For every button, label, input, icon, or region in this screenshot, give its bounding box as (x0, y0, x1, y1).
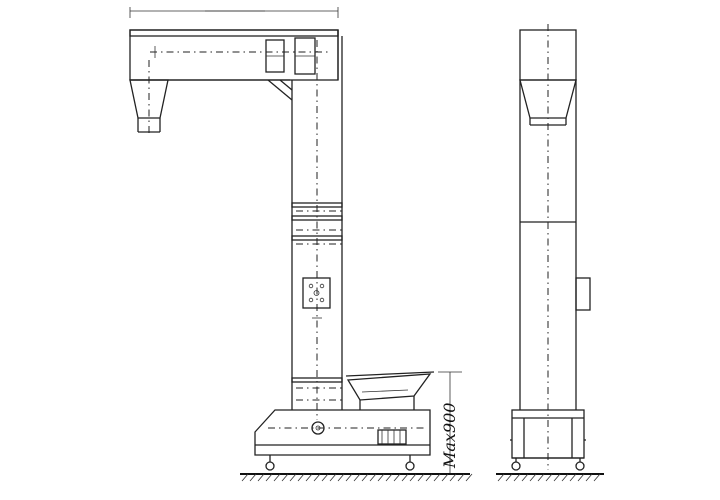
ground-hatch-mark (449, 473, 457, 482)
ground-hatch-mark (553, 473, 561, 482)
boot-section (254, 409, 431, 471)
side-box-front (575, 277, 591, 311)
ground-hatch-mark (537, 473, 545, 482)
ground-hatch-mark (521, 473, 529, 482)
ground-hatch-mark (321, 473, 329, 482)
ground-hatch-mark (337, 473, 345, 482)
ground-hatch-mark (497, 473, 505, 482)
ground-hatch-mark (457, 473, 465, 482)
elevator-column (291, 30, 343, 420)
ground-hatch-mark (345, 473, 353, 482)
inspection-window (302, 277, 331, 309)
castor-wheel-right (405, 455, 415, 471)
ground-hatch-mark (393, 473, 401, 482)
feed-hopper (345, 371, 435, 410)
ground-hatch-mark (249, 473, 257, 482)
ground-hatch-mark (561, 473, 569, 482)
dimension-label: Max900 (440, 403, 459, 469)
ground-hatch-mark (545, 473, 553, 482)
head-front (519, 29, 577, 81)
ground-hatch-mark (369, 473, 377, 482)
ground-hatch-mark (353, 473, 361, 482)
ground-hatch-mark (329, 473, 337, 482)
ground-hatch-mark (513, 473, 521, 482)
ground-hatch-mark (313, 473, 321, 482)
section-flanges (291, 202, 343, 245)
ground-hatch-mark (401, 473, 409, 482)
ground-hatch-mark (281, 473, 289, 482)
ground-hatch-mark (433, 473, 441, 482)
ground-hatch-mark (441, 473, 449, 482)
ground-hatch-mark (585, 473, 593, 482)
column-front (519, 24, 577, 470)
ground-hatch-mark (273, 473, 281, 482)
ground-hatch-mark (465, 473, 473, 482)
ground-hatch-mark (577, 473, 585, 482)
top-dimension-line (129, 7, 339, 18)
ground-hatch-mark (361, 473, 369, 482)
ground-line-right (496, 473, 604, 482)
ground-hatch-mark (297, 473, 305, 482)
ground-hatch-mark (289, 473, 297, 482)
side-elevation-view: Max900 (129, 7, 473, 482)
ground-hatch-mark (265, 473, 273, 482)
castor-wheel-left (265, 455, 275, 471)
ground-hatch-mark (593, 473, 601, 482)
ground-hatch-mark (409, 473, 417, 482)
ground-hatch-mark (385, 473, 393, 482)
ground-hatch-mark (305, 473, 313, 482)
ground-hatch-mark (377, 473, 385, 482)
ground-hatch-mark (241, 473, 249, 482)
head-housing (129, 29, 339, 101)
discharge-chute (129, 60, 169, 135)
ground-hatch-mark (505, 473, 513, 482)
ground-hatch-mark (425, 473, 433, 482)
front-elevation-view (496, 24, 604, 482)
ground-hatch-mark (529, 473, 537, 482)
boot-front (510, 409, 586, 471)
ground-hatch-mark (257, 473, 265, 482)
ground-line-left (240, 473, 473, 482)
ground-hatch-mark (417, 473, 425, 482)
ground-hatch-mark (569, 473, 577, 482)
max-height-dimension: Max900 (438, 371, 462, 475)
